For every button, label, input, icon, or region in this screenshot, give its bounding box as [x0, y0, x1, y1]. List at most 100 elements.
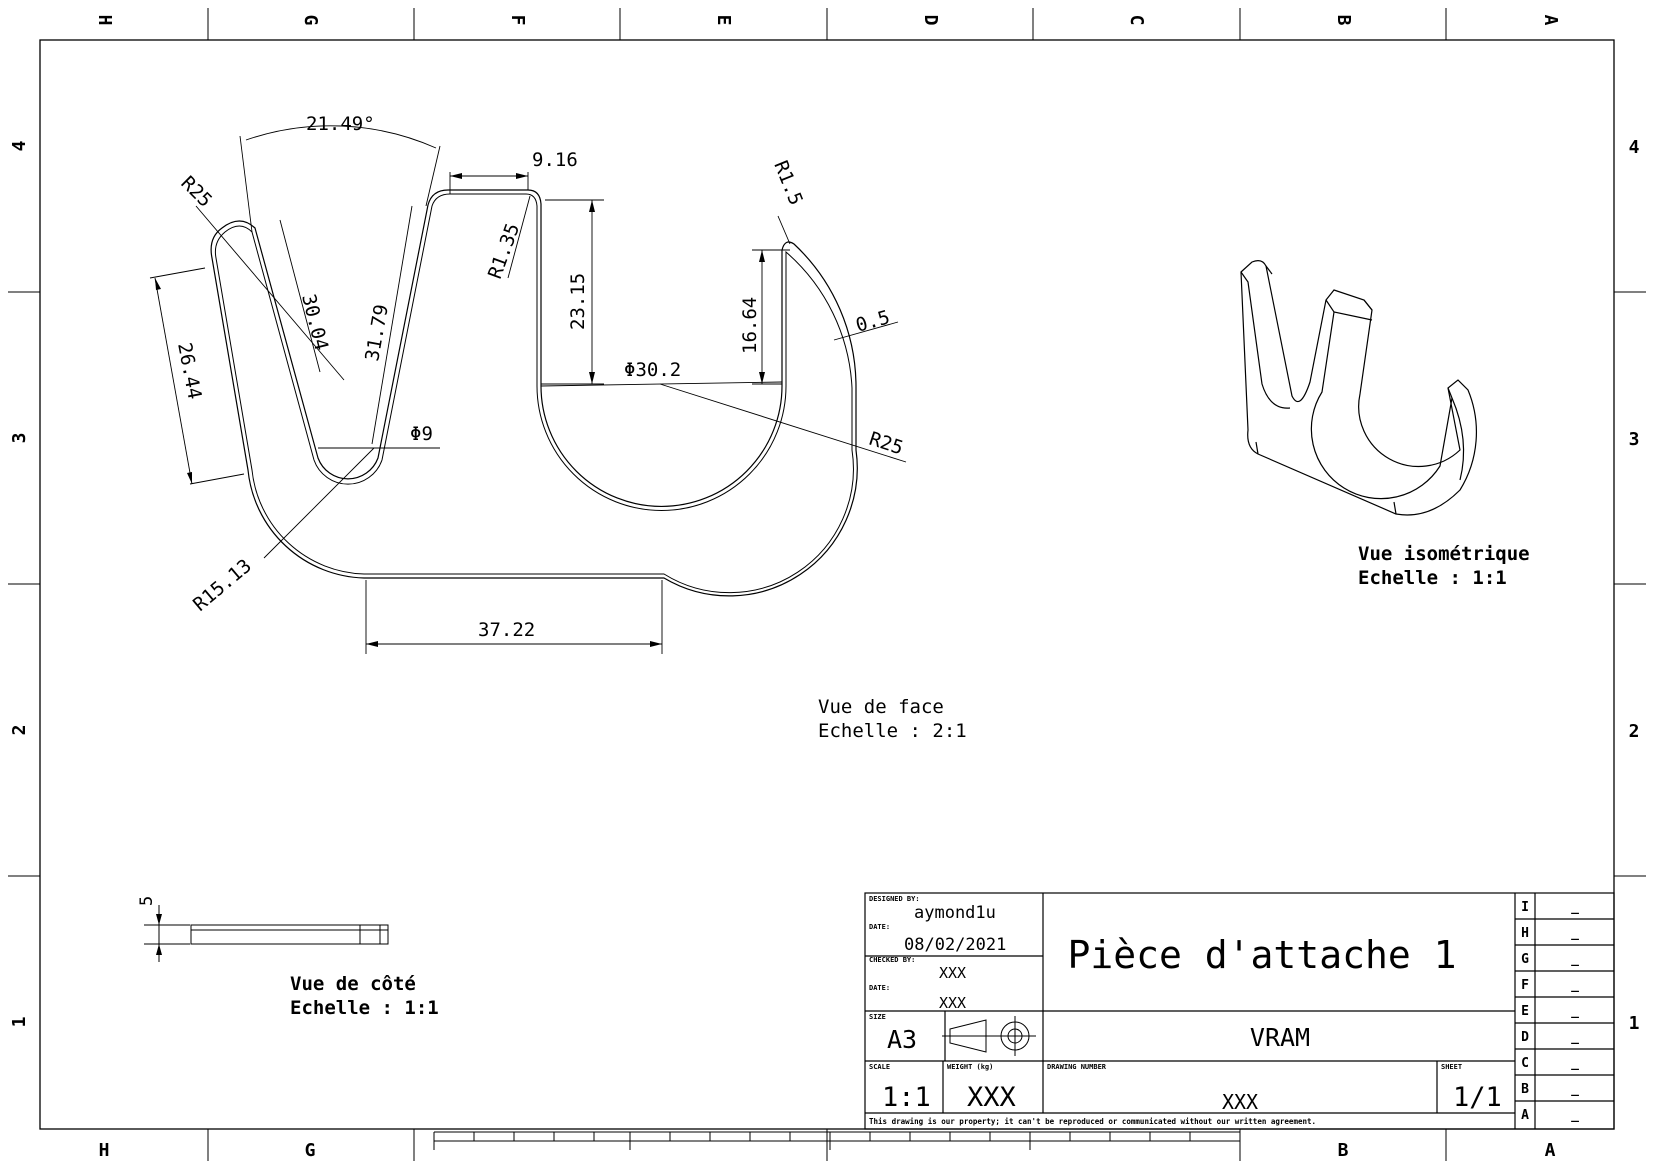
- dim-phi-9: Φ9: [410, 423, 433, 445]
- dim-9-16: 9.16: [532, 149, 578, 171]
- weight-label: WEIGHT (kg): [947, 1063, 993, 1071]
- revision-table: I _ H _ G _ F _ E _ D _ C _ B _ A _: [1521, 900, 1579, 1123]
- dim-31-79: 31.79: [361, 303, 393, 363]
- scale-value: 1:1: [882, 1082, 931, 1113]
- zone-label: A: [1540, 15, 1561, 26]
- dim-37-22: 37.22: [478, 619, 535, 641]
- date2: XXX: [939, 994, 966, 1012]
- side-view-arrows: [156, 914, 162, 955]
- revision-value: _: [1571, 1004, 1579, 1019]
- front-view-dimensions: 21.49° 9.16 R25 R1.35 30.04 31.79 26.44 …: [173, 113, 906, 641]
- revision-letter: A: [1521, 1108, 1529, 1123]
- front-view: [149, 125, 907, 654]
- revision-value: _: [1571, 1082, 1579, 1097]
- date: 08/02/2021: [904, 935, 1006, 955]
- date2-label: DATE:: [869, 984, 890, 992]
- dim-r15-13: R15.13: [189, 555, 256, 616]
- zone-label: 3: [1629, 429, 1640, 450]
- size-value: A3: [887, 1025, 917, 1054]
- scale-ruler: [433, 1131, 1240, 1150]
- zone-labels-bottom: H G B A: [99, 1140, 1556, 1161]
- revision-value: _: [1571, 978, 1579, 993]
- revision-value: _: [1571, 1056, 1579, 1071]
- dimension-lines: [149, 125, 907, 654]
- front-view-title: Vue de face: [818, 696, 944, 718]
- zone-label: H: [94, 15, 115, 26]
- weight-value: XXX: [967, 1082, 1016, 1113]
- revision-value: _: [1571, 926, 1579, 941]
- sheet-border: [8, 8, 1646, 1161]
- sheet-label: SHEET: [1441, 1063, 1462, 1071]
- zone-label: A: [1545, 1140, 1556, 1161]
- revision-letter: D: [1521, 1030, 1529, 1045]
- revision-value: _: [1571, 900, 1579, 915]
- dimension-arrows: [155, 173, 765, 647]
- dim-angle: 21.49°: [306, 113, 375, 135]
- zone-label: F: [507, 15, 528, 26]
- drawing-number: XXX: [1222, 1090, 1258, 1114]
- drawing-number-label: DRAWING NUMBER: [1047, 1063, 1107, 1071]
- revision-letter: B: [1521, 1082, 1529, 1097]
- company-name: VRAM: [1250, 1023, 1310, 1052]
- side-view-title: Vue de côté: [290, 973, 416, 995]
- zone-label: 2: [9, 725, 30, 736]
- size-label: SIZE: [869, 1013, 886, 1021]
- date-label: DATE:: [869, 923, 890, 931]
- zone-label: 3: [9, 433, 30, 444]
- dim-30-04: 30.04: [297, 292, 332, 353]
- part-outline: [210, 189, 858, 597]
- designed-by-label: DESIGNED BY:: [869, 895, 920, 903]
- zone-labels-right: 4 3 2 1: [1629, 137, 1640, 1034]
- side-view: [144, 905, 389, 962]
- dim-23-15: 23.15: [567, 273, 589, 330]
- revision-letter: C: [1521, 1056, 1529, 1071]
- zone-label: 4: [1629, 137, 1640, 158]
- revision-value: _: [1571, 952, 1579, 967]
- designed-by: aymond1u: [914, 903, 996, 923]
- zone-labels-top: H G F E D C B A: [94, 15, 1561, 26]
- part-outline-inner: [214, 193, 854, 594]
- dim-phi-30-2: Φ30.2: [624, 359, 681, 381]
- zone-label: G: [300, 15, 321, 26]
- sheet-value: 1/1: [1453, 1082, 1502, 1113]
- dim-r1-35: R1.35: [484, 220, 524, 281]
- iso-view-scale: Echelle : 1:1: [1358, 567, 1507, 589]
- isometric-view: [1240, 260, 1478, 516]
- revision-letter: I: [1521, 900, 1529, 915]
- revision-letter: E: [1521, 1004, 1529, 1019]
- front-view-scale: Echelle : 2:1: [818, 720, 967, 742]
- zone-labels-left: 4 3 2 1: [9, 140, 30, 1027]
- dim-r25-left: R25: [176, 172, 216, 212]
- projection-symbol-icon: [942, 1016, 1036, 1056]
- dim-thickness: 5: [137, 896, 157, 906]
- zone-label: 4: [9, 140, 30, 151]
- property-notice: This drawing is our property; it can't b…: [869, 1117, 1316, 1126]
- dim-r1-5: R1.5: [769, 158, 807, 209]
- revision-value: _: [1571, 1108, 1579, 1123]
- zone-label: 1: [1629, 1013, 1640, 1034]
- title-block-text: DESIGNED BY: aymond1u DATE: 08/02/2021 C…: [869, 895, 1502, 1126]
- zone-label: 1: [9, 1017, 30, 1028]
- drawing-title: Pièce d'attache 1: [1068, 933, 1457, 977]
- zone-label: B: [1338, 1140, 1349, 1161]
- revision-letter: F: [1521, 978, 1529, 993]
- zone-label: B: [1333, 15, 1354, 26]
- dim-26-44: 26.44: [173, 341, 206, 401]
- zone-label: G: [305, 1140, 316, 1161]
- revision-letter: G: [1521, 952, 1529, 967]
- zone-label: 2: [1629, 721, 1640, 742]
- side-view-scale: Echelle : 1:1: [290, 997, 439, 1019]
- dim-r25-right: R25: [866, 428, 905, 460]
- checked-by: XXX: [939, 964, 966, 982]
- zone-label: D: [920, 15, 941, 26]
- revision-letter: H: [1521, 926, 1529, 941]
- revision-value: _: [1571, 1030, 1579, 1045]
- zone-label: C: [1126, 15, 1147, 26]
- dim-0-5: 0.5: [853, 306, 892, 337]
- dim-16-64: 16.64: [739, 297, 761, 354]
- zone-label: E: [713, 15, 734, 26]
- zone-label: H: [99, 1140, 110, 1161]
- checked-by-label: CHECKED BY:: [869, 956, 915, 964]
- scale-label: SCALE: [869, 1063, 890, 1071]
